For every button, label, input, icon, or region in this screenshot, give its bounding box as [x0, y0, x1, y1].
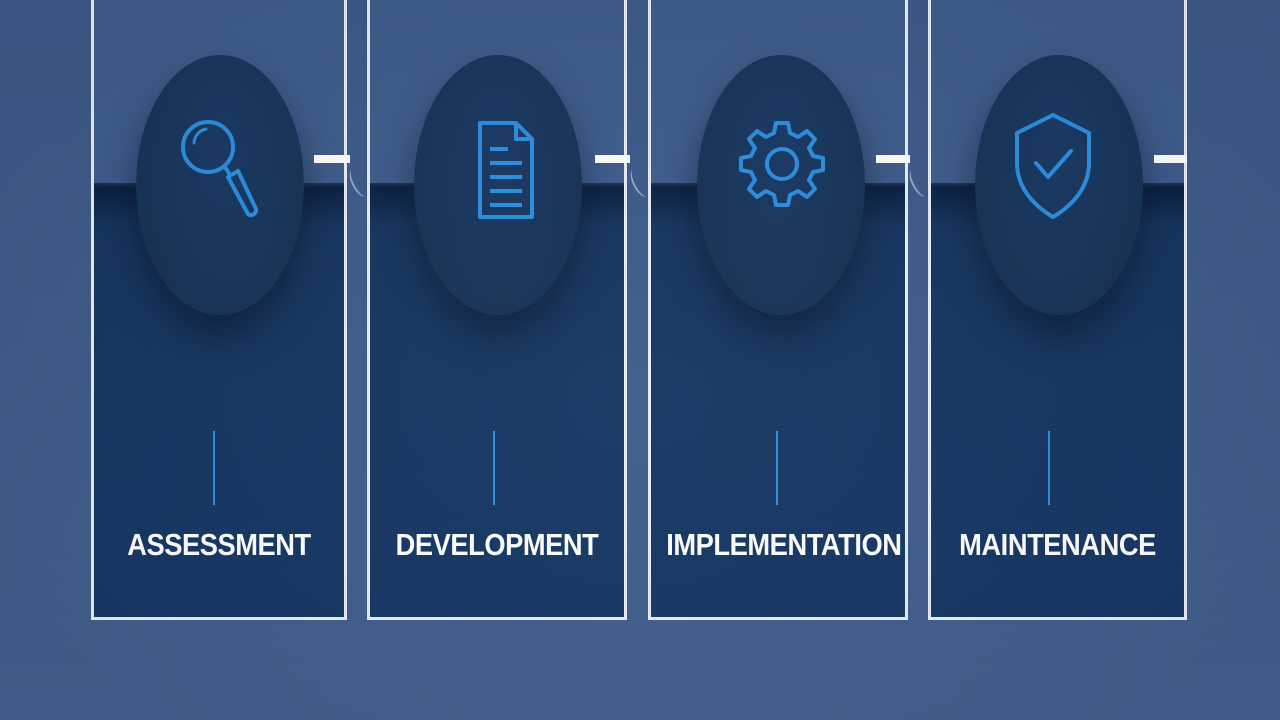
divider-line: [493, 431, 495, 505]
connector-line: [595, 155, 630, 163]
step-card-assessment: ASSESSMENT: [91, 0, 347, 620]
divider-line: [213, 431, 215, 505]
shield-check-icon: [1013, 113, 1103, 243]
step-label: MAINTENANCE: [959, 527, 1156, 562]
connector-line: [314, 155, 350, 163]
icon-circle: [414, 55, 582, 315]
connector-line: [876, 155, 910, 163]
divider-line: [776, 431, 778, 505]
document-icon: [454, 113, 544, 243]
step-label: DEVELOPMENT: [395, 527, 599, 562]
magnifying-glass-icon: [178, 113, 268, 243]
step-card-development: DEVELOPMENT: [367, 0, 627, 620]
step-label: IMPLEMENTATION: [666, 527, 902, 562]
icon-circle: [136, 55, 304, 315]
step-label: ASSESSMENT: [127, 527, 311, 562]
step-card-maintenance: MAINTENANCE: [928, 0, 1187, 620]
gear-icon: [737, 113, 827, 243]
connector-line: [1154, 155, 1187, 163]
step-card-implementation: IMPLEMENTATION: [648, 0, 908, 620]
icon-circle: [697, 55, 865, 315]
icon-circle: [975, 55, 1143, 315]
divider-line: [1048, 431, 1050, 505]
